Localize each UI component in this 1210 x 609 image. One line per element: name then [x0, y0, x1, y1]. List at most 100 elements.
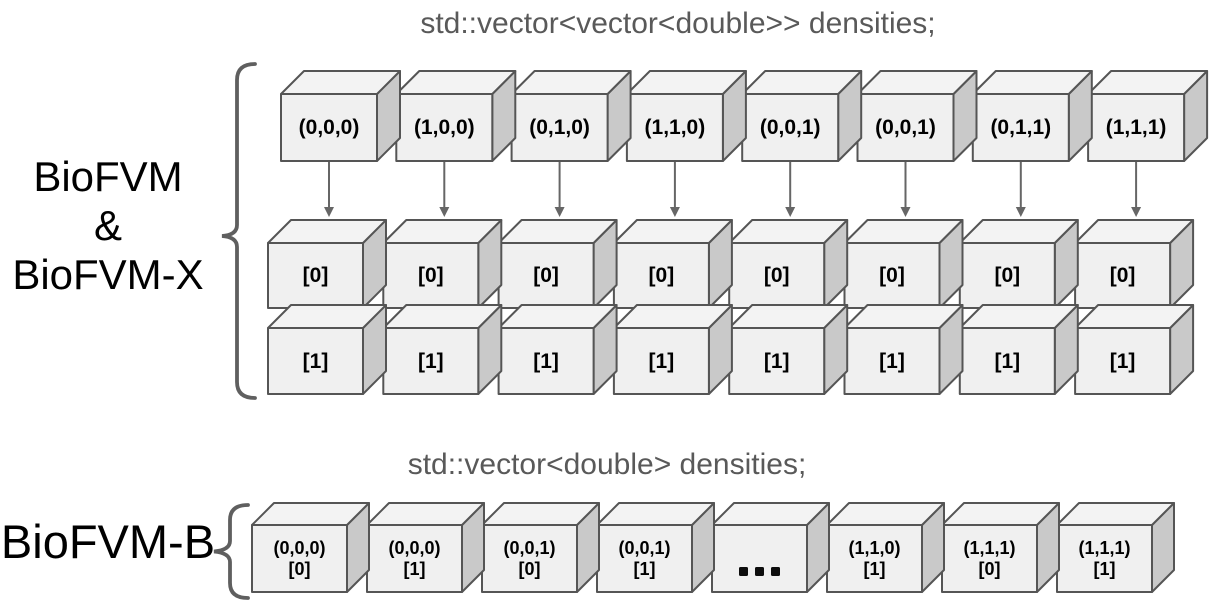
box-label-line: [0]	[879, 264, 905, 287]
memory-box-label: (0,0,1)[0]	[482, 525, 577, 592]
memory-box	[1056, 502, 1175, 593]
memory-box-label: [0]	[729, 243, 824, 308]
memory-box-label: [0]	[383, 243, 478, 308]
box-label-line: [1]	[1109, 349, 1136, 373]
memory-box-label: [1]	[1075, 328, 1170, 394]
top-code-title: std::vector<vector<double>> densities;	[420, 7, 936, 40]
memory-box-label: [1]	[383, 328, 478, 394]
memory-box-label: (0,0,0)	[281, 94, 377, 161]
memory-box	[1087, 70, 1209, 162]
biofvm-label-line-3: BioFVM-X	[12, 251, 204, 298]
box-label-line: [1]	[763, 349, 790, 373]
memory-box	[280, 70, 401, 162]
biofvm-label-line-1: BioFVM	[33, 153, 183, 200]
box-label-line: [0]	[1109, 264, 1136, 287]
memory-box	[625, 70, 747, 162]
memory-box-label: [0]	[845, 243, 940, 308]
box-label-line: (1,1,1)	[1105, 116, 1167, 139]
memory-box	[856, 70, 978, 162]
box-label-line: [0]	[648, 264, 675, 287]
memory-box	[941, 502, 1060, 593]
memory-box-label: (0,0,0)[1]	[367, 525, 462, 592]
box-label-line: [1]	[403, 558, 426, 579]
memory-box-label: [1]	[845, 328, 940, 394]
ellipsis	[739, 567, 780, 576]
box-label-line: [1]	[633, 558, 656, 579]
memory-box	[971, 70, 1093, 162]
memory-box	[510, 70, 632, 162]
ellipsis-dot	[739, 567, 748, 576]
memory-box	[826, 502, 945, 593]
ellipsis-dot	[771, 567, 780, 576]
memory-box	[958, 304, 1079, 395]
box-label-line: (0,0,1)	[618, 537, 671, 558]
box-label-line: [0]	[288, 558, 311, 579]
bottom-code-title: std::vector<double> densities;	[407, 448, 807, 481]
memory-box-label: [0]	[960, 243, 1055, 308]
memory-box-label: (0,0,1)[1]	[597, 525, 692, 592]
memory-box	[958, 219, 1079, 309]
ellipsis-dot	[755, 567, 764, 576]
flow-arrow-head	[900, 207, 911, 217]
box-label-line: (0,0,1)	[503, 537, 556, 558]
memory-box-label: [1]	[268, 328, 363, 394]
memory-box	[395, 70, 517, 162]
memory-box	[741, 70, 863, 162]
memory-box-label: [1]	[614, 328, 709, 394]
memory-box-label: [0]	[499, 243, 594, 308]
box-label-line: (0,1,0)	[529, 116, 590, 139]
memory-box	[728, 304, 849, 395]
memory-box-label	[712, 525, 807, 592]
box-label-line: [1]	[533, 349, 559, 373]
memory-box-label: (1,1,1)[0]	[942, 525, 1037, 592]
memory-box	[1074, 304, 1195, 395]
box-label-line: (0,0,1)	[759, 116, 821, 139]
memory-box-label: (1,1,0)	[627, 94, 723, 161]
box-label-line: (0,0,0)	[298, 116, 360, 139]
memory-box-label: (0,1,0)	[512, 94, 608, 161]
memory-box-label: [1]	[960, 328, 1055, 394]
box-label-line: [1]	[417, 349, 444, 373]
flow-arrow-head	[554, 207, 565, 217]
biofvm-label-line-2: &	[93, 202, 122, 249]
box-label-line: [1]	[879, 349, 905, 373]
memory-box-label: (1,1,1)	[1088, 94, 1184, 161]
box-label-line: [0]	[417, 264, 444, 287]
box-label-line: [1]	[648, 349, 675, 373]
box-label-line: (1,1,0)	[644, 116, 706, 139]
memory-box-label: (1,1,0)[1]	[827, 525, 922, 592]
memory-box	[267, 304, 387, 395]
box-label-line: [1]	[302, 349, 329, 373]
box-label-line: (0,0,1)	[875, 116, 936, 139]
memory-box	[382, 304, 503, 395]
box-label-line: [1]	[863, 558, 886, 579]
box-label-line: (1,1,1)	[963, 537, 1016, 558]
box-label-line: (0,0,0)	[273, 537, 326, 558]
memory-box	[843, 219, 964, 309]
memory-box-label: (1,1,1)[1]	[1057, 525, 1152, 592]
flow-arrow-head	[439, 207, 450, 217]
memory-box-label: (0,0,1)	[742, 94, 838, 161]
box-label-line: (1,1,0)	[848, 537, 901, 558]
memory-box	[366, 502, 485, 593]
memory-box	[497, 304, 618, 395]
box-label-line: [1]	[1093, 558, 1116, 579]
memory-box	[481, 502, 600, 593]
box-label-line: (1,0,0)	[413, 116, 475, 139]
flow-arrow-head	[1015, 207, 1026, 217]
memory-box	[497, 219, 618, 309]
memory-box-label: [1]	[499, 328, 594, 394]
biofvm-b-side-label: BioFVM-B	[0, 515, 216, 568]
box-label-line: (1,1,1)	[1078, 537, 1131, 558]
memory-box-label: [0]	[1075, 243, 1170, 308]
memory-box-label: (0,1,1)	[973, 94, 1069, 161]
memory-box	[728, 219, 849, 309]
memory-box-label: (0,0,0)[0]	[252, 525, 347, 592]
memory-box	[382, 219, 503, 309]
flow-arrow-head	[669, 207, 680, 217]
box-label-line: [0]	[518, 558, 541, 579]
